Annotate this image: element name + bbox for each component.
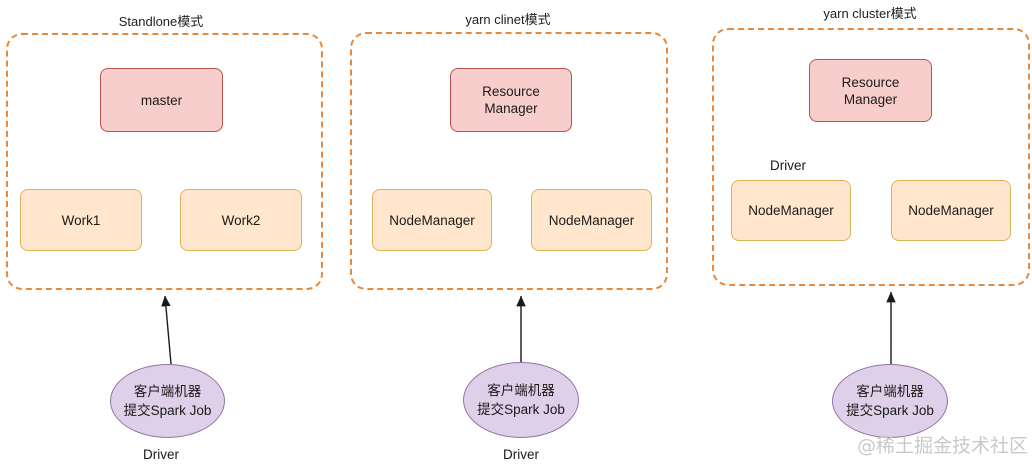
panel-title-standalone: Standlone模式: [118, 14, 204, 29]
ellipse-client-yarn-cluster[interactable]: 客户端机器 提交Spark Job: [832, 364, 948, 438]
ellipse-client-yarn-client-line1: 客户端机器: [487, 383, 555, 398]
label-driver-yarn-cluster: Driver: [770, 158, 806, 173]
node-standalone-master[interactable]: master: [100, 68, 223, 132]
arrow-client1-to-standalone: [161, 295, 172, 365]
node-yarn-cluster-resourcemanager[interactable]: Resource Manager: [809, 59, 932, 122]
ellipse-client-standalone-line1: 客户端机器: [133, 384, 202, 399]
node-yarn-client-resourcemanager[interactable]: Resource Manager: [450, 68, 572, 132]
panel-title-yarn-client: yarn clinet模式: [465, 12, 551, 27]
panel-yarn-client: [350, 32, 668, 290]
ellipse-client-yarn-client[interactable]: 客户端机器 提交Spark Job: [463, 362, 579, 438]
node-yarn-cluster-nodemanager-1[interactable]: NodeManager: [731, 180, 851, 241]
ellipse-client-yarn-client-line2: 提交Spark Job: [477, 402, 565, 417]
ellipse-client-yarn-cluster-line2: 提交Spark Job: [846, 403, 934, 418]
node-yarn-cluster-nodemanager-2[interactable]: NodeManager: [891, 180, 1011, 241]
panel-standalone: [6, 33, 323, 290]
caption-driver-yarn-client: Driver: [503, 447, 539, 462]
node-standalone-work2[interactable]: Work2: [180, 189, 302, 251]
watermark: @稀土掘金技术社区: [857, 435, 1029, 457]
ellipse-client-standalone[interactable]: 客户端机器 提交Spark Job: [110, 364, 225, 438]
panel-yarn-cluster: [712, 28, 1030, 286]
node-yarn-client-nodemanager-1[interactable]: NodeManager: [372, 189, 492, 251]
node-yarn-client-nodemanager-2[interactable]: NodeManager: [531, 189, 652, 251]
ellipse-client-standalone-line2: 提交Spark Job: [123, 403, 212, 418]
panel-title-yarn-cluster: yarn cluster模式: [823, 6, 917, 21]
node-standalone-work1[interactable]: Work1: [20, 189, 142, 251]
ellipse-client-yarn-cluster-line1: 客户端机器: [856, 384, 924, 399]
caption-driver-standalone: Driver: [143, 447, 179, 462]
